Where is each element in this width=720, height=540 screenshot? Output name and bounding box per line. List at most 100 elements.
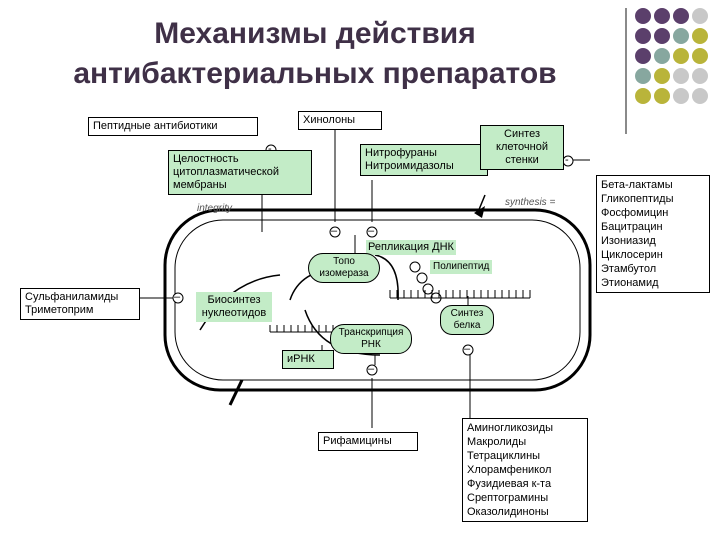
decorative-dot bbox=[635, 28, 651, 44]
cell-wall bbox=[163, 208, 592, 392]
decorative-dot bbox=[692, 68, 708, 84]
sulfa-line-2: Триметоприм bbox=[25, 304, 94, 316]
decorative-dot bbox=[635, 48, 651, 64]
dna-replication-label: Репликация ДНК bbox=[366, 240, 456, 255]
protein-line-2: белка bbox=[453, 320, 481, 331]
decorative-dot bbox=[654, 48, 670, 64]
topoisomerase-label: Топо изомераза bbox=[308, 253, 380, 283]
inhibit-mark bbox=[329, 226, 341, 238]
protein-line-1: Синтез bbox=[450, 308, 484, 319]
aminoglycoside-item: Оказолидиноны bbox=[467, 506, 549, 518]
transcription-line-1: Транскрипция bbox=[338, 327, 404, 338]
inhibit-mark bbox=[366, 226, 378, 238]
inhibit-mark bbox=[366, 364, 378, 376]
rifamycins-box: Рифамицины bbox=[318, 432, 418, 451]
inhibit-sign: – bbox=[368, 363, 375, 375]
synthesis-equals-sign: = bbox=[549, 197, 556, 208]
decorative-dot bbox=[654, 28, 670, 44]
quinolones-text: Хинолоны bbox=[303, 114, 356, 126]
page-title: Механизмы действия антибактериальных пре… bbox=[20, 14, 610, 94]
aminoglycoside-item: Фузидиевая к-та bbox=[467, 478, 552, 490]
inhibit-mark bbox=[462, 344, 474, 356]
ribosome-ticks-top bbox=[389, 290, 531, 299]
decorative-dot bbox=[692, 48, 708, 64]
decorative-vertical-line bbox=[625, 8, 627, 134]
quinolones-label: Хинолоны bbox=[298, 111, 382, 130]
synthesis-handwritten: synthesis = bbox=[505, 196, 555, 209]
wall-synth-arrow bbox=[477, 194, 486, 213]
nitro-line-1: Нитрофураны bbox=[365, 147, 437, 159]
betalactam-item: Гликопептиды bbox=[601, 193, 674, 205]
decorative-dot-grid bbox=[635, 8, 708, 104]
decorative-dot bbox=[635, 8, 651, 24]
topo-line-1: Топо bbox=[333, 256, 355, 267]
transcription-label: Транскрипция РНК bbox=[330, 324, 412, 354]
inhibit-mark bbox=[172, 292, 184, 304]
decorative-dot bbox=[673, 88, 689, 104]
synth-line-3: стенки bbox=[505, 154, 539, 166]
inhibit-sign: – bbox=[368, 225, 375, 237]
beta-lactams-box: Бета-лактамы Гликопептиды Фосфомицин Бац… bbox=[596, 175, 710, 293]
mrna-label: иРНК bbox=[282, 350, 334, 369]
sulfa-line-1: Сульфаниламиды bbox=[25, 291, 119, 303]
decorative-dot bbox=[654, 88, 670, 104]
betalactam-item: Циклосерин bbox=[601, 249, 663, 261]
decorative-dot bbox=[692, 88, 708, 104]
protein-synthesis-label: Синтез белка bbox=[440, 305, 494, 335]
synthesis-hand-text: synthesis bbox=[505, 197, 547, 208]
synth-line-2: клеточной bbox=[496, 141, 548, 153]
inhibit-sign: – bbox=[331, 225, 338, 237]
polypeptide-label: Полипептид bbox=[430, 260, 493, 274]
inhibit-sign: – bbox=[174, 291, 181, 303]
title-line-2: антибактериальных препаратов bbox=[73, 57, 557, 90]
peptide-antibiotics-label: Пептидные антибиотики bbox=[88, 117, 258, 136]
betalactam-item: Этамбутол bbox=[601, 263, 657, 275]
peptide-bead bbox=[416, 272, 428, 284]
nucleotide-line-1: Биосинтез bbox=[207, 294, 261, 306]
cell-wall-synthesis-label: Синтез клеточной стенки bbox=[480, 125, 564, 170]
aminoglycosides-box: Аминогликозиды Макролиды Тетрациклины Хл… bbox=[462, 418, 588, 522]
decorative-dot bbox=[673, 68, 689, 84]
peptide-bead bbox=[409, 261, 421, 273]
topo-line-2: изомераза bbox=[319, 268, 369, 279]
peptide-antibiotics-text: Пептидные антибиотики bbox=[93, 120, 218, 132]
ribosome-ticks-bottom bbox=[269, 325, 341, 333]
betalactam-item: Бацитрацин bbox=[601, 221, 663, 233]
inhibit-sign: - bbox=[565, 154, 569, 166]
sulfonamides-box: Сульфаниламиды Триметоприм bbox=[20, 288, 140, 320]
title-line-1: Механизмы действия bbox=[154, 17, 476, 50]
decorative-dot bbox=[673, 48, 689, 64]
nitrofurans-label: Нитрофураны Нитроимидазолы bbox=[360, 144, 488, 176]
cell-tail bbox=[228, 379, 244, 406]
betalactam-item: Изониазид bbox=[601, 235, 656, 247]
synth-line-1: Синтез bbox=[504, 128, 540, 140]
decorative-dot bbox=[692, 28, 708, 44]
betalactam-item: Бета-лактамы bbox=[601, 179, 673, 191]
integrity-line-1: Целостность bbox=[173, 153, 239, 165]
inhibit-sign: - bbox=[268, 143, 272, 155]
integrity-line-3: мембраны bbox=[173, 179, 227, 191]
decorative-dot bbox=[635, 88, 651, 104]
decorative-dot bbox=[654, 68, 670, 84]
inhibit-sign: – bbox=[464, 343, 471, 355]
aminoglycoside-item: Аминогликозиды bbox=[467, 422, 554, 434]
aminoglycoside-item: Тетрациклины bbox=[467, 450, 541, 462]
decorative-dot bbox=[635, 68, 651, 84]
nucleotide-biosynthesis-label: Биосинтез нуклеотидов bbox=[196, 292, 272, 322]
dna-curve-right bbox=[374, 254, 399, 301]
aminoglycoside-item: Макролиды bbox=[467, 436, 527, 448]
nitro-line-2: Нитроимидазолы bbox=[365, 160, 454, 172]
wall-synth-arrowhead bbox=[474, 206, 485, 218]
integrity-line-2: цитоплазматической bbox=[173, 166, 280, 178]
betalactam-item: Этионамид bbox=[601, 277, 659, 289]
nucleotide-line-2: нуклеотидов bbox=[201, 307, 267, 319]
integrity-handwritten: integrity bbox=[197, 203, 233, 214]
membrane-integrity-label: Целостность цитоплазматической мембраны bbox=[168, 150, 312, 195]
decorative-dot bbox=[673, 8, 689, 24]
transcription-line-2: РНК bbox=[361, 339, 381, 350]
aminoglycoside-item: Срептограмины bbox=[467, 492, 549, 504]
aminoglycoside-item: Хлорамфеникол bbox=[467, 464, 552, 476]
decorative-dot bbox=[673, 28, 689, 44]
betalactam-item: Фосфомицин bbox=[601, 207, 669, 219]
